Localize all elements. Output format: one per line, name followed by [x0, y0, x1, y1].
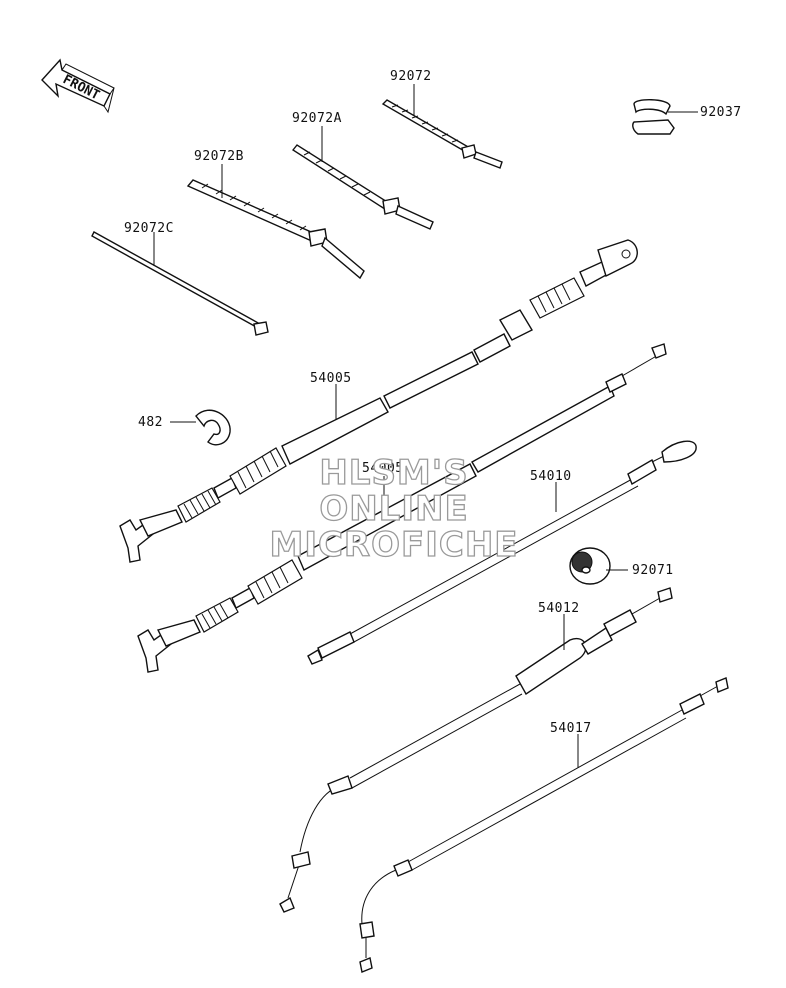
part-92037-clamp [632, 99, 675, 135]
part-label-54012: 54012 [538, 601, 580, 616]
part-label-92071: 92071 [632, 563, 674, 578]
part-54005-cable [119, 239, 638, 563]
front-label: FRONT [60, 72, 102, 103]
part-label-92037: 92037 [700, 105, 742, 120]
part-92072A-cable-tie [291, 144, 434, 230]
watermark-line-1: HLSM'S [319, 453, 468, 493]
part-label-92072A: 92072A [292, 111, 342, 126]
part-54017-cable [359, 677, 729, 973]
part-label-92072B: 92072B [194, 149, 244, 164]
part-54010-cable [307, 440, 697, 665]
part-482-circlip [195, 409, 231, 446]
part-label-54017: 54017 [550, 721, 592, 736]
part-label-54010: 54010 [530, 469, 572, 484]
watermark-line-3: MICROFICHE [269, 525, 518, 565]
part-92072-cable-tie [381, 99, 503, 169]
front-arrow-icon: FRONT [41, 58, 115, 114]
watermark: HLSM'S ONLINE MICROFICHE [269, 452, 518, 565]
part-92072C-cable-tie [91, 231, 269, 336]
part-label-54005A: 54005A [362, 461, 412, 476]
part-54012-cable [279, 587, 673, 913]
part-label-54005: 54005 [310, 371, 352, 386]
part-54005A-cable [137, 343, 667, 673]
part-label-92072: 92072 [390, 69, 432, 84]
part-label-482: 482 [138, 415, 163, 430]
part-92072B-cable-tie [186, 179, 365, 280]
part-label-92072C: 92072C [124, 221, 174, 236]
part-92071-grommet [569, 547, 611, 585]
watermark-line-2: ONLINE [319, 489, 468, 529]
